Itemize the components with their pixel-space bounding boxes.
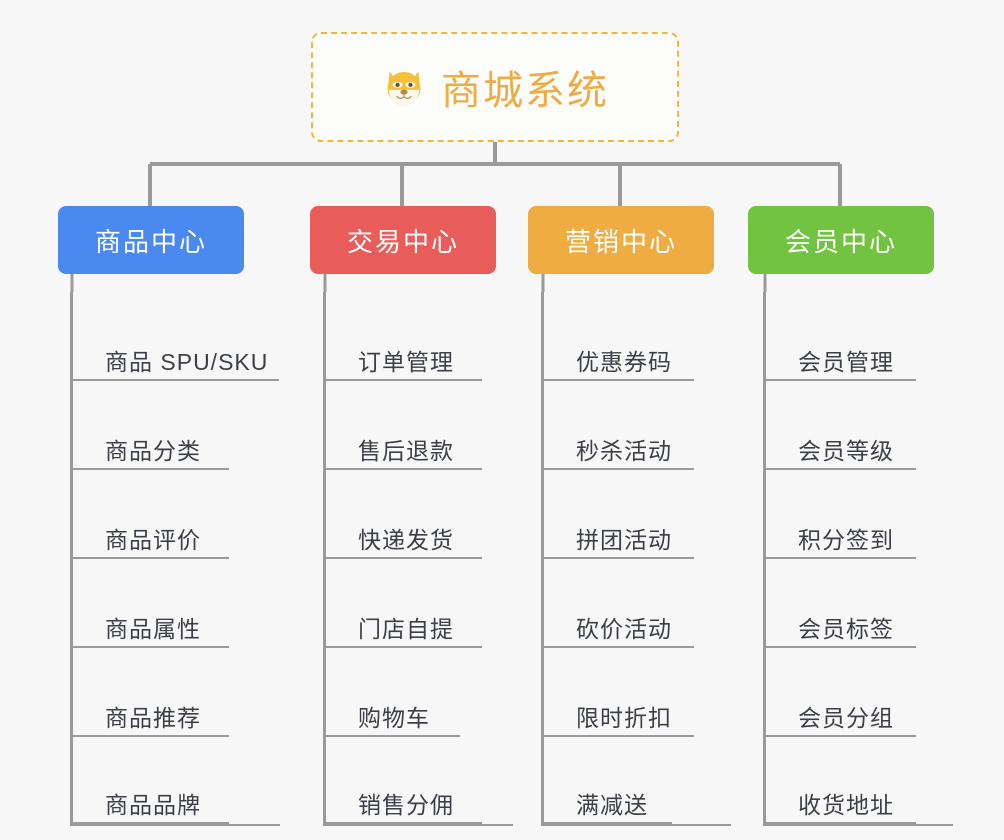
leaf-item[interactable]: 收货地址 xyxy=(766,737,953,826)
category-header-1[interactable]: 交易中心 xyxy=(310,206,496,274)
leaf-underline xyxy=(326,557,482,559)
leaf-underline xyxy=(73,557,229,559)
leaf-label: 门店自提 xyxy=(358,616,454,642)
leaf-underline xyxy=(73,379,279,381)
category-header-label-1: 交易中心 xyxy=(346,226,459,257)
leaf-label: 收货地址 xyxy=(798,792,894,818)
leaf-underline xyxy=(544,557,694,559)
leaf-underline xyxy=(766,735,916,737)
leaf-underline xyxy=(326,822,482,824)
leaf-item[interactable]: 订单管理 xyxy=(326,292,513,381)
leaf-item[interactable]: 门店自提 xyxy=(326,559,513,648)
leaf-item[interactable]: 商品属性 xyxy=(73,559,280,648)
leaf-underline xyxy=(326,735,460,737)
dog-face-icon xyxy=(381,64,427,110)
category-header-3[interactable]: 会员中心 xyxy=(748,206,934,274)
category-header-label-0: 商品中心 xyxy=(94,226,207,257)
category-header-label-3: 会员中心 xyxy=(784,226,897,257)
leaf-label: 会员标签 xyxy=(798,616,894,642)
leaf-label: 订单管理 xyxy=(358,349,454,375)
leaf-label: 积分签到 xyxy=(798,527,894,553)
leaf-label: 商品属性 xyxy=(105,616,201,642)
leaf-item[interactable]: 会员标签 xyxy=(766,559,953,648)
leaf-underline xyxy=(544,735,694,737)
leaf-item[interactable]: 会员等级 xyxy=(766,381,953,470)
leaf-list-2: 优惠券码 秒杀活动 拼团活动 砍价活动 限时折扣 满减送 xyxy=(541,292,731,826)
leaf-underline xyxy=(766,822,916,824)
leaf-underline xyxy=(544,468,694,470)
leaf-label: 商品品牌 xyxy=(105,792,201,818)
leaf-underline xyxy=(766,468,916,470)
leaf-label: 购物车 xyxy=(358,705,430,731)
leaf-underline xyxy=(326,379,482,381)
leaf-item[interactable]: 积分签到 xyxy=(766,470,953,559)
leaf-item[interactable]: 优惠券码 xyxy=(544,292,731,381)
leaf-item[interactable]: 商品推荐 xyxy=(73,648,280,737)
leaf-underline xyxy=(544,379,694,381)
leaf-underline xyxy=(766,646,916,648)
leaf-item[interactable]: 满减送 xyxy=(544,737,731,826)
root-node[interactable]: 商城系统 xyxy=(311,32,679,142)
leaf-item[interactable]: 秒杀活动 xyxy=(544,381,731,470)
leaf-item[interactable]: 售后退款 xyxy=(326,381,513,470)
leaf-underline xyxy=(73,646,229,648)
leaf-item[interactable]: 会员管理 xyxy=(766,292,953,381)
leaf-underline xyxy=(766,379,916,381)
leaf-label: 售后退款 xyxy=(358,438,454,464)
leaf-underline xyxy=(326,468,482,470)
leaf-label: 商品推荐 xyxy=(105,705,201,731)
leaf-list-0: 商品 SPU/SKU 商品分类 商品评价 商品属性 商品推荐 商品品牌 xyxy=(70,292,280,826)
leaf-item[interactable]: 商品品牌 xyxy=(73,737,280,826)
leaf-underline xyxy=(73,735,229,737)
leaf-item[interactable]: 限时折扣 xyxy=(544,648,731,737)
leaf-item[interactable]: 商品分类 xyxy=(73,381,280,470)
leaf-underline xyxy=(326,646,482,648)
leaf-item[interactable]: 快递发货 xyxy=(326,470,513,559)
category-header-label-2: 营销中心 xyxy=(564,226,677,257)
leaf-underline xyxy=(766,557,916,559)
leaf-item[interactable]: 拼团活动 xyxy=(544,470,731,559)
leaf-list-1: 订单管理 售后退款 快递发货 门店自提 购物车 销售分佣 xyxy=(323,292,513,826)
leaf-label: 商品评价 xyxy=(105,527,201,553)
leaf-item[interactable]: 会员分组 xyxy=(766,648,953,737)
leaf-underline xyxy=(544,822,672,824)
leaf-label: 优惠券码 xyxy=(576,349,672,375)
leaf-label: 拼团活动 xyxy=(576,527,672,553)
category-header-0[interactable]: 商品中心 xyxy=(58,206,244,274)
leaf-label: 秒杀活动 xyxy=(576,438,672,464)
leaf-label: 满减送 xyxy=(576,792,648,818)
leaf-item[interactable]: 购物车 xyxy=(326,648,513,737)
leaf-underline xyxy=(73,468,229,470)
leaf-label: 会员分组 xyxy=(798,705,894,731)
leaf-label: 会员等级 xyxy=(798,438,894,464)
leaf-label: 会员管理 xyxy=(798,349,894,375)
leaf-label: 商品分类 xyxy=(105,438,201,464)
leaf-label: 快递发货 xyxy=(358,527,454,553)
leaf-list-3: 会员管理 会员等级 积分签到 会员标签 会员分组 收货地址 xyxy=(763,292,953,826)
root-title: 商城系统 xyxy=(441,69,609,113)
leaf-item[interactable]: 销售分佣 xyxy=(326,737,513,826)
leaf-underline xyxy=(73,822,229,824)
leaf-item[interactable]: 商品评价 xyxy=(73,470,280,559)
leaf-item[interactable]: 砍价活动 xyxy=(544,559,731,648)
leaf-label: 限时折扣 xyxy=(576,705,672,731)
leaf-label: 商品 SPU/SKU xyxy=(105,349,269,375)
leaf-item[interactable]: 商品 SPU/SKU xyxy=(73,292,280,381)
leaf-underline xyxy=(544,646,694,648)
leaf-label: 销售分佣 xyxy=(358,792,454,818)
category-header-2[interactable]: 营销中心 xyxy=(528,206,714,274)
leaf-label: 砍价活动 xyxy=(576,616,672,642)
